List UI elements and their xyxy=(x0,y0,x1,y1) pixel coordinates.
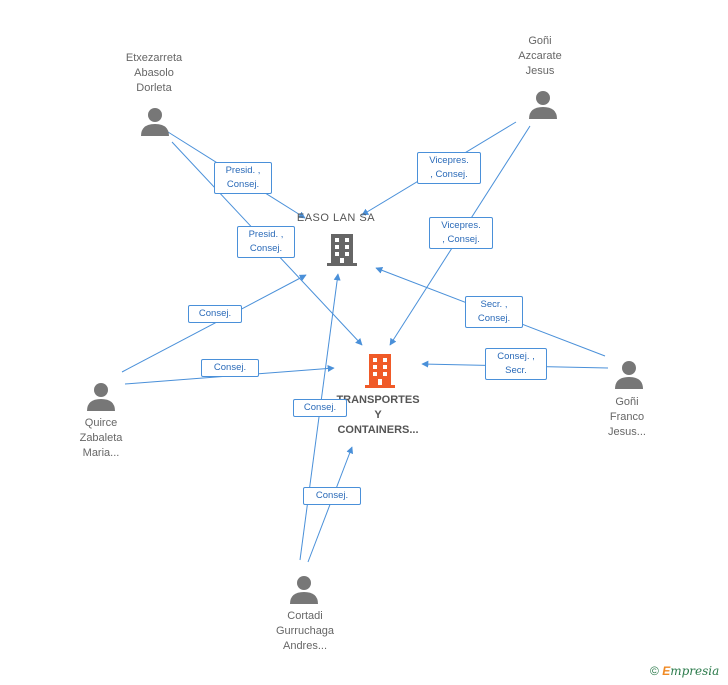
person-icon-cortadi[interactable] xyxy=(289,574,319,609)
edge-label-cortadi-easo[interactable]: Consej. xyxy=(293,399,347,417)
edges xyxy=(121,121,609,563)
edge-label-cortadi-transportes[interactable]: Consej. xyxy=(303,487,361,505)
person-label-goni-franco: Goñi Franco Jesus... xyxy=(608,396,646,438)
edge-label-quirce-easo[interactable]: Consej. xyxy=(188,305,242,323)
easo-lan-label: EASO LAN SA xyxy=(296,212,376,224)
person-label-cortadi: Cortadi Gurruchaga Andres... xyxy=(275,610,335,652)
person-label-goni-azcarate: Goñi Azcarate Jesus xyxy=(518,35,562,77)
person-icon-etxezarreta[interactable] xyxy=(140,106,170,141)
person-icon-quirce[interactable] xyxy=(86,381,116,416)
brand-logo-initial: E xyxy=(662,664,671,678)
person-label-quirce: Quirce Zabaleta Maria... xyxy=(79,417,123,459)
edge-label-goni-franco-easo[interactable]: Secr. , Consej. xyxy=(465,296,523,328)
edge-label-quirce-transportes[interactable]: Consej. xyxy=(201,359,259,377)
footer-brand: © Empresia xyxy=(650,664,719,678)
brand-name: mpresia xyxy=(670,664,720,678)
edge-label-etxezarreta-easo[interactable]: Presid. , Consej. xyxy=(214,162,272,194)
easo-lan-building-icon[interactable] xyxy=(326,233,358,272)
transportes-label: TRANSPORTES Y CONTAINERS... xyxy=(336,394,420,436)
edge-label-etxezarreta-transportes[interactable]: Presid. , Consej. xyxy=(237,226,295,258)
transportes-building-icon[interactable] xyxy=(364,353,396,394)
edge-quirce-easo xyxy=(121,274,307,373)
person-label-etxezarreta: Etxezarreta Abasolo Dorleta xyxy=(125,52,183,94)
person-icon-goni-franco[interactable] xyxy=(614,359,644,394)
copyright-symbol: © xyxy=(650,664,659,678)
transportes-company-label: TRANSPORTES Y CONTAINERS... xyxy=(326,393,430,438)
person-icon-goni-azcarate[interactable] xyxy=(528,89,558,124)
edge-cortadi-easo xyxy=(299,273,341,561)
edge-label-goni-azcarate-transportes[interactable]: Vicepres. , Consej. xyxy=(429,217,493,249)
easo-lan-company-label: EASO LAN SA xyxy=(296,211,376,226)
edge-label-goni-franco-transportes[interactable]: Consej. , Secr. xyxy=(485,348,547,380)
edge-label-goni-azcarate-easo[interactable]: Vicepres. , Consej. xyxy=(417,152,481,184)
